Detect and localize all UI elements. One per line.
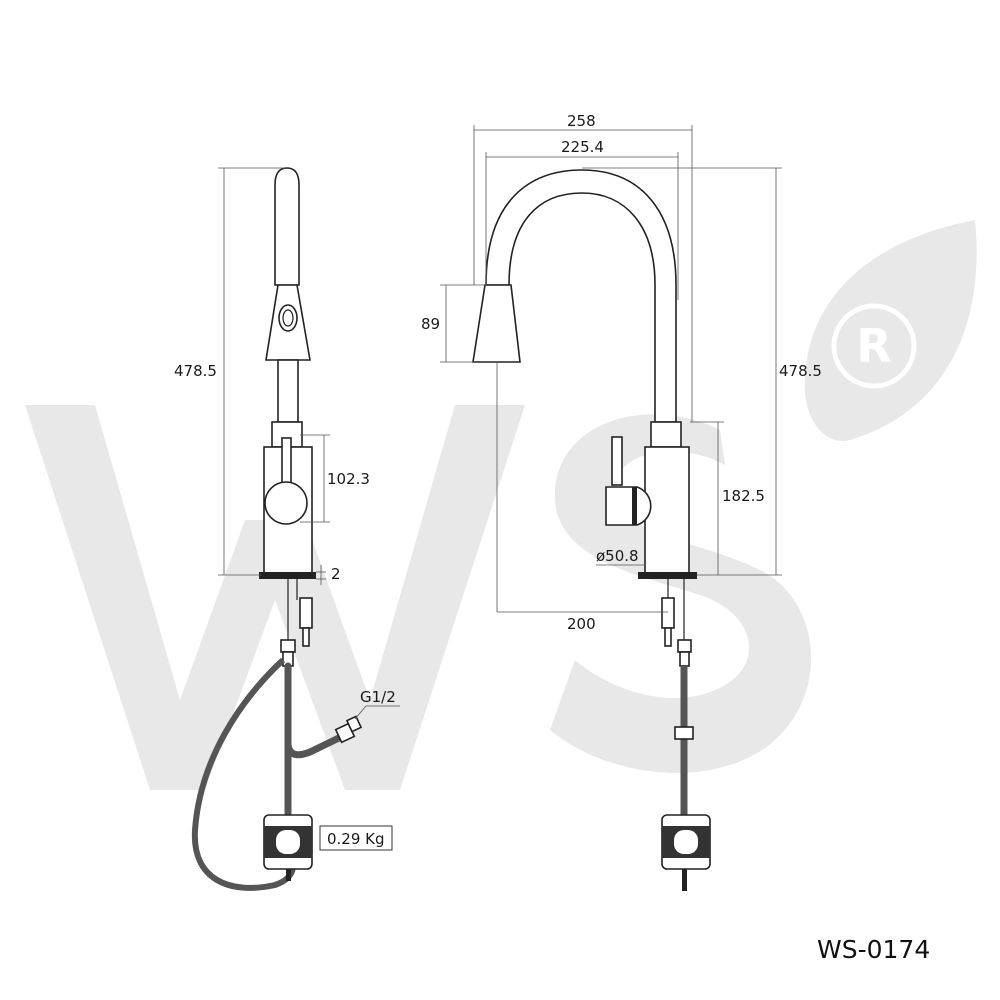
front-view-dimensions [440,125,782,613]
model-code: WS-0174 [817,935,930,964]
side-body-height-label: 102.3 [327,470,370,488]
faucet-side-view [191,167,363,891]
front-head-height-label: 89 [421,315,440,333]
side-plate-label: 2 [331,565,341,583]
registered-mark-icon: R [831,303,917,389]
front-diameter-label: ø50.8 [596,547,639,565]
front-width-inner-label: 225.4 [561,138,604,156]
thread-label: G1/2 [360,688,396,706]
side-height-label: 478.5 [174,362,217,380]
faucet-front-view [472,169,711,891]
front-reach-label: 200 [567,615,596,633]
svg-text:R: R [856,319,891,373]
front-height-label: 478.5 [779,362,822,380]
front-width-outer-label: 258 [567,112,596,130]
weight-label: 0.29 Kg [327,830,385,848]
front-body-height-label: 182.5 [722,487,765,505]
side-view-dimensions [218,167,400,851]
